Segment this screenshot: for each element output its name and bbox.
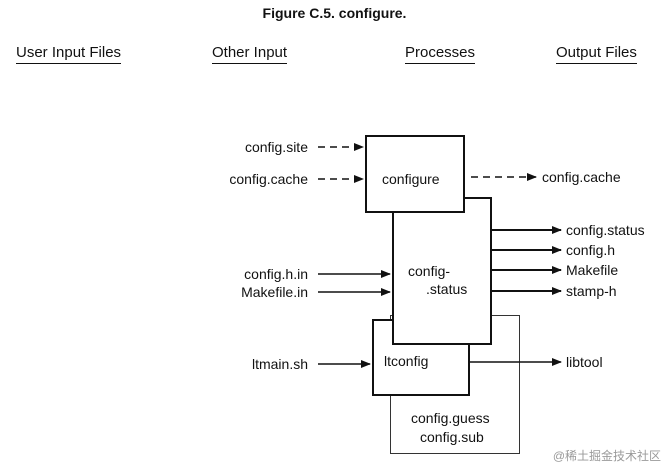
input-config-h-in: config.h.in [244,266,308,282]
output-stamp-h: stamp-h [566,283,617,299]
column-header-user-input-files: User Input Files [16,44,122,64]
output-config-status: config.status [566,222,645,238]
configure-box [365,135,465,213]
ltconfig-label: ltconfig [384,353,429,369]
figure-title: Figure C.5. configure. [262,5,407,21]
input-ltmain-sh: ltmain.sh [251,356,308,372]
input-makefile-in: Makefile.in [241,284,308,300]
input-config-site: config.site [244,139,308,155]
output-config-h: config.h [566,242,616,258]
config-status-label-line2: .status [426,281,468,297]
output-makefile: Makefile [566,262,619,278]
output-config-cache: config.cache [542,169,621,185]
column-header-other-input: Other Input [212,44,288,64]
config-sub-label: config.sub [420,429,484,445]
output-libtool: libtool [566,354,603,370]
configure-label: configure [382,171,440,187]
watermark: @稀土掘金技术社区 [552,449,661,463]
config-status-label-line1: config- [408,263,451,279]
column-header-output-files: Output Files [556,44,637,64]
column-header-processes: Processes [405,44,476,64]
input-config-cache: config.cache [229,171,308,187]
config-guess-label: config.guess [411,410,490,426]
